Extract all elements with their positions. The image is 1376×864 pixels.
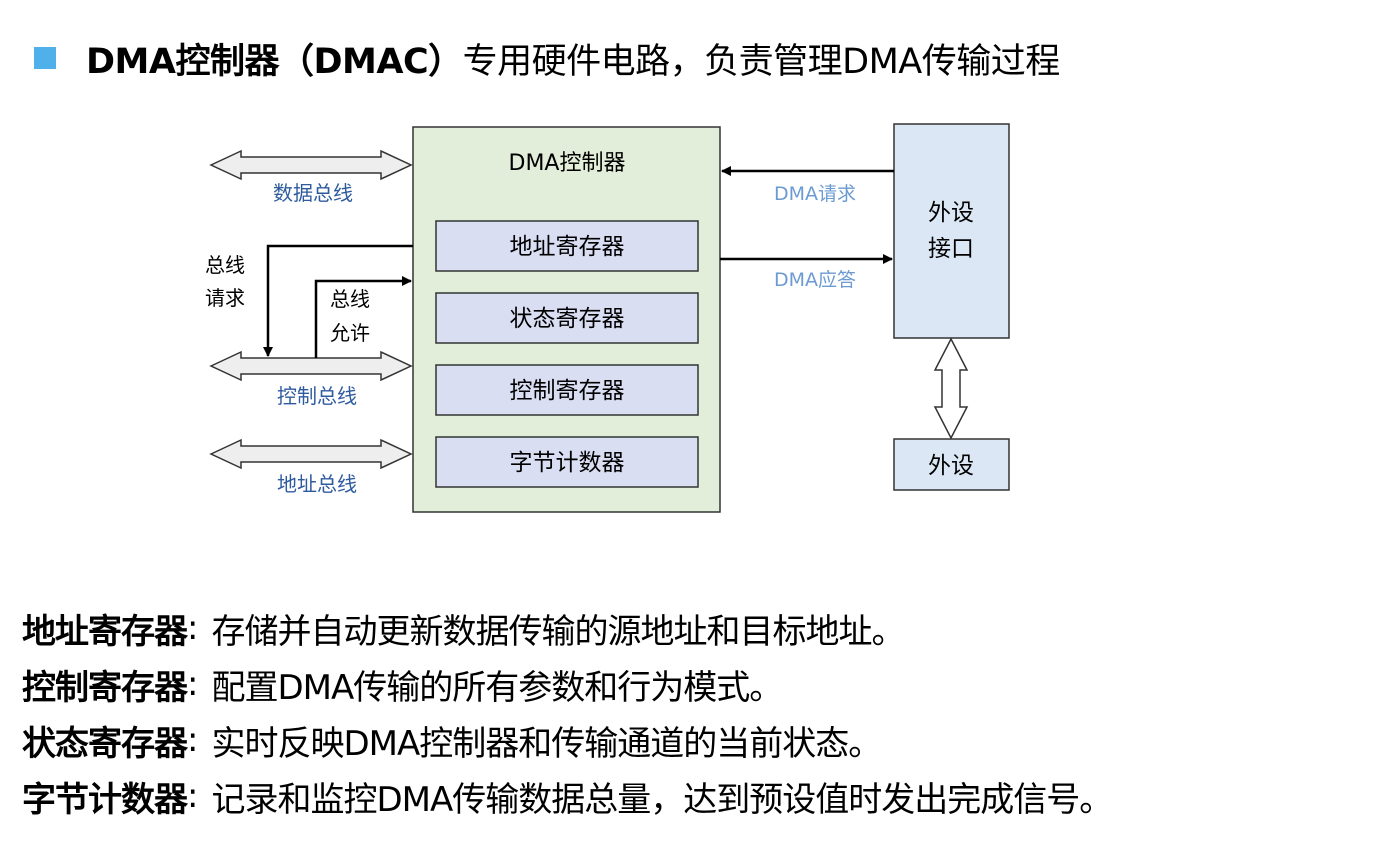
register-byte-counter: 字节计数器 xyxy=(435,436,699,488)
bus-grant-label-line2: 允许 xyxy=(330,321,370,345)
bus-request-label-line1: 总线 xyxy=(205,253,245,277)
bus-grant-arrow xyxy=(314,276,412,358)
description-term: 字节计数器 xyxy=(22,779,188,820)
title-rest-text: 专用硬件电路，负责管理DMA传输过程 xyxy=(462,41,1061,82)
description-term: 状态寄存器 xyxy=(22,723,188,764)
svg-text:状态寄存器: 状态寄存器 xyxy=(510,306,625,332)
peripheral-interface-box xyxy=(893,123,1010,339)
register-control: 控制寄存器 xyxy=(435,364,699,416)
title-bold-text: DMA控制器（DMAC） xyxy=(86,41,463,82)
control-bus-label: 控制总线 xyxy=(277,384,357,408)
register-status: 状态寄存器 xyxy=(435,292,699,344)
description-colon: : xyxy=(187,776,199,816)
peripheral-interface-label-line1: 外设 xyxy=(928,200,974,226)
bus-request-arrow xyxy=(263,244,413,357)
peripheral-box xyxy=(893,438,1010,491)
data-bus-arrow-icon xyxy=(209,149,413,181)
description-row: 字节计数器: 记录和监控DMA传输数据总量，达到预设值时发出完成信号。 xyxy=(22,768,1113,824)
svg-text:控制寄存器: 控制寄存器 xyxy=(510,378,625,404)
address-bus-arrow-icon xyxy=(209,438,413,470)
description-row: 地址寄存器: 存储并自动更新数据传输的源地址和目标地址。 xyxy=(22,600,1112,656)
square-bullet-icon xyxy=(34,47,56,69)
dma-request-label: DMA请求 xyxy=(774,183,856,205)
svg-text:字节计数器: 字节计数器 xyxy=(510,450,625,476)
description-colon: : xyxy=(187,720,199,760)
control-bus-arrow-icon xyxy=(209,350,413,382)
description-row: 控制寄存器: 配置DMA传输的所有参数和行为模式。 xyxy=(22,656,1112,712)
dma-controller-title: DMA控制器 xyxy=(509,151,626,176)
dma-ack-label: DMA应答 xyxy=(774,269,856,291)
description-text: 记录和监控DMA传输数据总量，达到预设值时发出完成信号。 xyxy=(211,779,1113,820)
description-colon: : xyxy=(187,608,199,648)
description-text: 存储并自动更新数据传输的源地址和目标地址。 xyxy=(211,611,905,652)
register-descriptions: 地址寄存器: 存储并自动更新数据传输的源地址和目标地址。 控制寄存器: 配置DMA传… xyxy=(22,600,1113,824)
register-address: 地址寄存器 xyxy=(435,220,699,272)
address-bus-label: 地址总线 xyxy=(277,472,357,496)
svg-text:地址寄存器: 地址寄存器 xyxy=(510,234,625,260)
description-text: 实时反映DMA控制器和传输通道的当前状态。 xyxy=(211,723,882,764)
description-text: 配置DMA传输的所有参数和行为模式。 xyxy=(211,667,783,708)
description-colon: : xyxy=(187,664,199,704)
bus-request-label-line2: 请求 xyxy=(205,286,245,310)
peripheral-label: 外设 xyxy=(928,453,974,479)
peripheral-link-arrow-icon xyxy=(933,337,969,440)
bus-grant-label-line1: 总线 xyxy=(330,287,370,311)
description-term: 地址寄存器 xyxy=(22,611,188,652)
description-term: 控制寄存器 xyxy=(22,667,188,708)
peripheral-interface-label-line2: 接口 xyxy=(928,236,974,262)
description-row: 状态寄存器: 实时反映DMA控制器和传输通道的当前状态。 xyxy=(22,712,1112,768)
slide-title: DMA控制器（DMAC） 专用硬件电路，负责管理DMA传输过程 xyxy=(34,28,1060,88)
data-bus-label: 数据总线 xyxy=(273,181,353,205)
